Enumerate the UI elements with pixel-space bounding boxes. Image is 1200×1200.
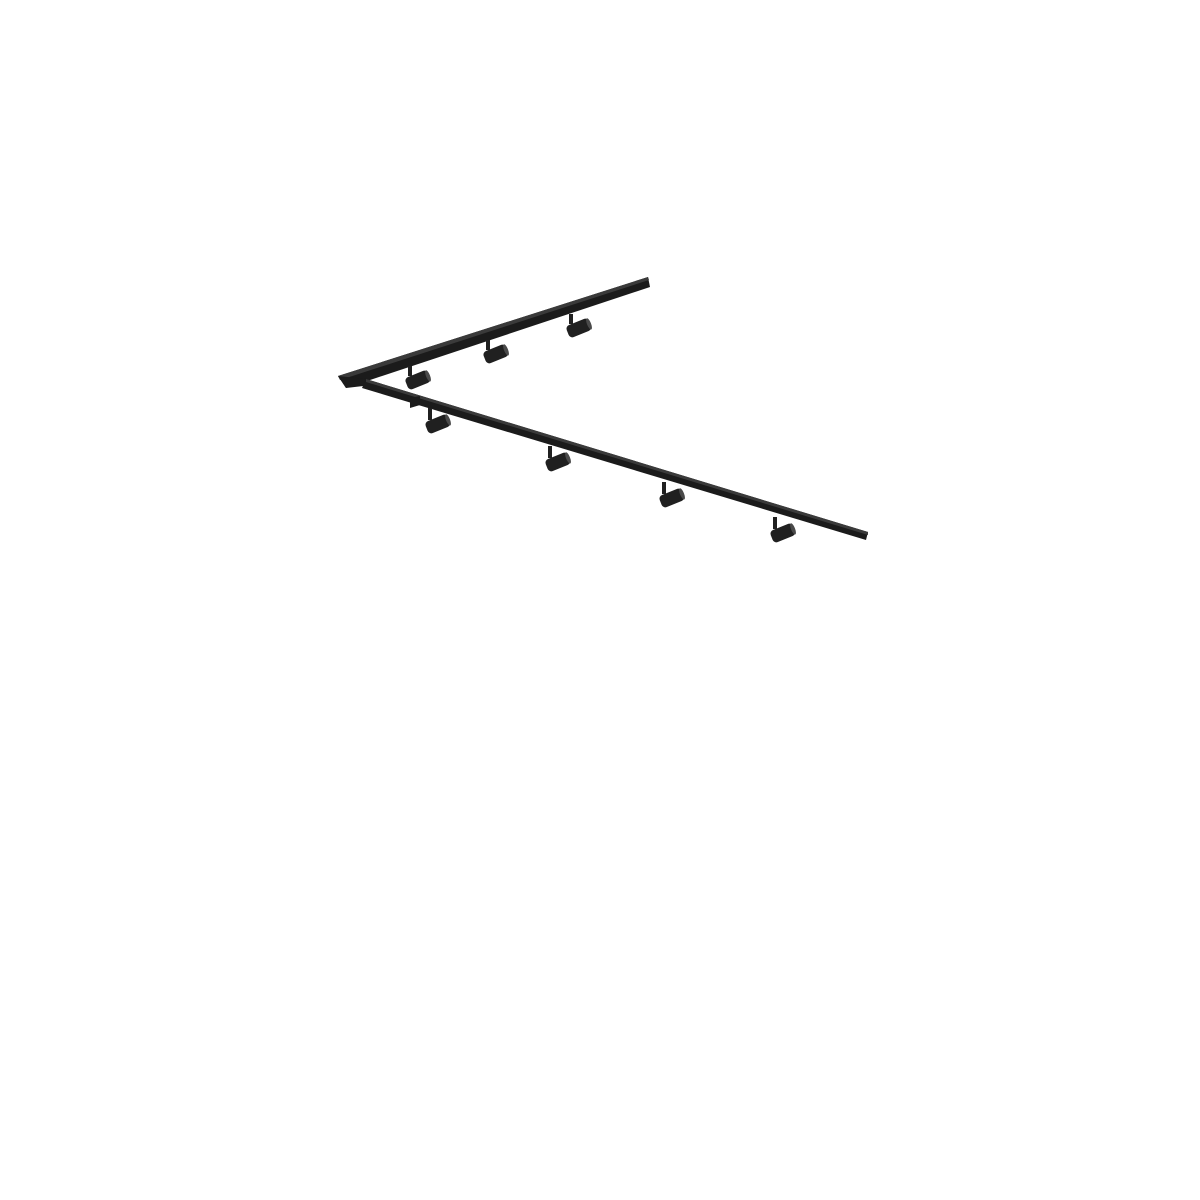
spotlight — [659, 482, 685, 508]
spotlight — [770, 517, 796, 543]
spotlight — [483, 340, 509, 364]
spotlight — [545, 446, 571, 472]
spotlight — [566, 314, 592, 338]
lower-track-rail — [362, 379, 868, 540]
spotlight — [425, 408, 451, 434]
spotlight — [405, 366, 431, 390]
upper-track-rail — [338, 277, 650, 388]
